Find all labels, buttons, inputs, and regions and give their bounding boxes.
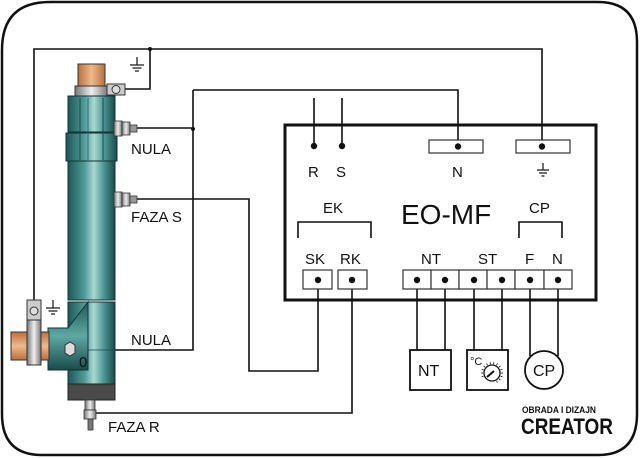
dial-tick bbox=[498, 378, 501, 381]
label-rk: RK bbox=[340, 251, 361, 268]
controller-title: EO-MF bbox=[401, 199, 491, 230]
label-n: N bbox=[452, 164, 463, 181]
thermostat-dial-icon bbox=[481, 362, 503, 383]
device-nt-label: NT bbox=[418, 363, 440, 380]
ground-icon bbox=[130, 57, 144, 72]
watermark-logo: OBRADA I DIZAJN CREATOR bbox=[521, 405, 613, 439]
dial-tick bbox=[481, 368, 484, 371]
label-faza-s: FAZA S bbox=[131, 209, 182, 226]
dial-tick bbox=[481, 375, 484, 378]
ground-icon bbox=[537, 163, 549, 177]
label-nula-top: NULA bbox=[131, 141, 171, 158]
ground-icon bbox=[46, 300, 60, 315]
dial-tick bbox=[486, 363, 488, 366]
wire-faza-r bbox=[90, 281, 353, 414]
wire-neutral-to-n bbox=[193, 89, 459, 147]
top-clamp-screw bbox=[111, 85, 121, 94]
label-f: F bbox=[525, 251, 534, 268]
watermark-line1: OBRADA I DIZAJN bbox=[522, 405, 596, 416]
terminal-nula-top bbox=[113, 120, 138, 137]
controller-box: R S N EO-MF EK CP SK RK NT ST F N bbox=[283, 123, 598, 302]
pump-label: CP bbox=[533, 363, 555, 380]
label-sk: SK bbox=[305, 251, 325, 268]
wire-faza-s bbox=[136, 198, 319, 372]
top-copper-pipe bbox=[77, 63, 106, 89]
watermark-line2: CREATOR bbox=[521, 414, 613, 439]
dial-tick bbox=[498, 365, 501, 368]
bottom-clamp-screw bbox=[29, 306, 39, 316]
label-ek: EK bbox=[323, 200, 343, 217]
label-faza-r: FAZA R bbox=[108, 419, 160, 436]
wire-ground-top-clamp bbox=[122, 49, 151, 90]
label-nt: NT bbox=[421, 251, 441, 268]
dial-tick bbox=[500, 368, 503, 371]
thermostat-unit: °C bbox=[470, 356, 482, 368]
heater-base bbox=[67, 383, 116, 401]
dial-tick bbox=[483, 365, 486, 368]
label-cp-group: CP bbox=[529, 200, 550, 217]
label-nula-bottom: NULA bbox=[131, 332, 171, 349]
terminal-strip bbox=[402, 269, 573, 290]
device-nt: NT bbox=[409, 349, 452, 391]
heater-assembly bbox=[10, 57, 144, 431]
label-s: S bbox=[336, 164, 346, 181]
dial-tick bbox=[496, 380, 498, 383]
terminal-faza-s bbox=[113, 191, 138, 208]
label-zero: 0 bbox=[79, 354, 87, 371]
dial-tick bbox=[500, 375, 503, 378]
device-thermostat: °C bbox=[466, 349, 509, 391]
label-n-cp: N bbox=[552, 251, 563, 268]
dial-tick bbox=[496, 363, 498, 366]
neutral-bolt bbox=[64, 341, 76, 357]
device-pump: CP bbox=[524, 350, 564, 390]
label-r: R bbox=[308, 164, 319, 181]
label-st: ST bbox=[478, 251, 497, 268]
wire-ground bbox=[33, 48, 543, 308]
wires bbox=[33, 47, 559, 414]
